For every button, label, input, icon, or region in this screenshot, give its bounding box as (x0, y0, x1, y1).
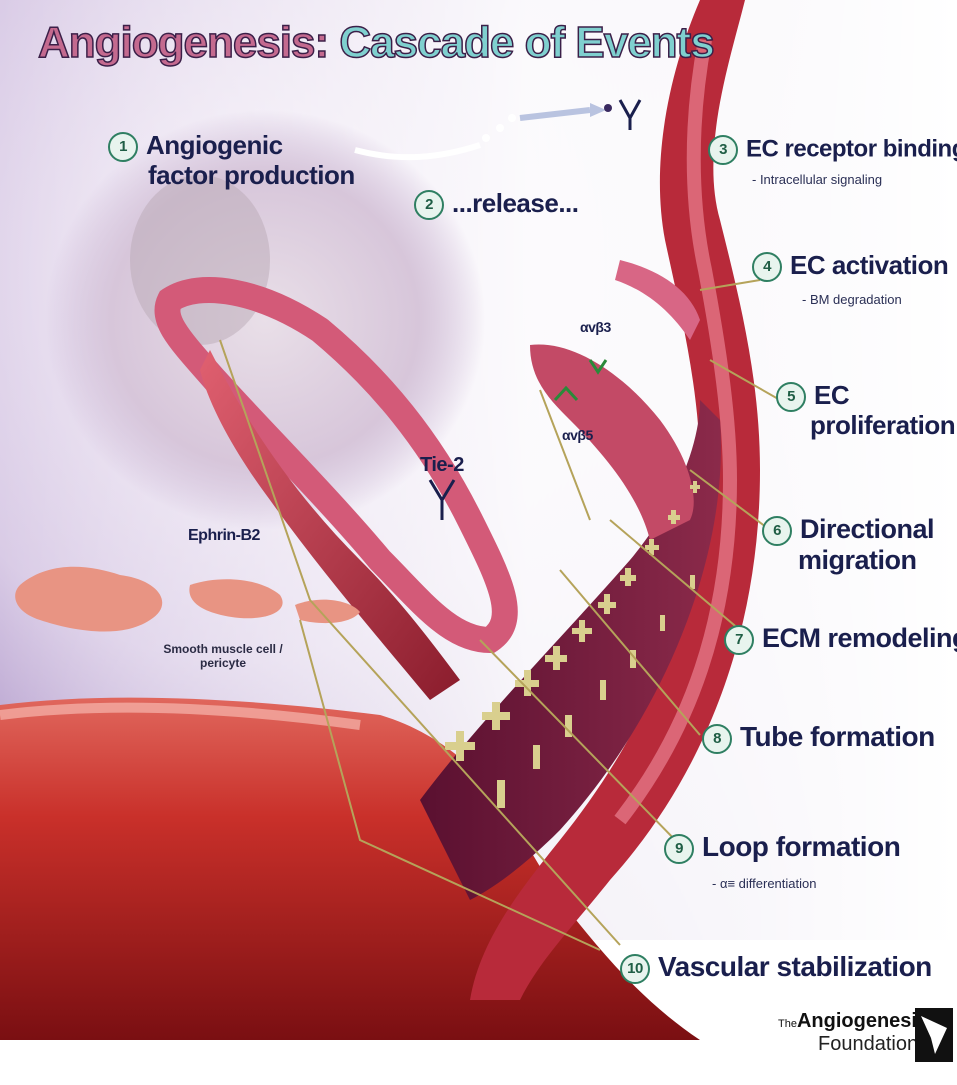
step-8-label: 8 Tube formation (702, 722, 935, 754)
step-9-sub: - α≡ differentiation (712, 876, 816, 891)
step-1-badge: 1 (108, 132, 138, 162)
step-2-label: 2 ...release... (414, 190, 578, 220)
step-4-line1: EC activation (790, 250, 948, 280)
step-5-line2: proliferation (810, 410, 955, 440)
step-6-line2: migration (798, 545, 917, 575)
step-3-line1: EC receptor binding (746, 135, 957, 162)
step-9-badge: 9 (664, 834, 694, 864)
step-8-line1: Tube formation (740, 721, 935, 752)
step-5-label: 5 EC proliferation (776, 382, 955, 439)
smc-label: Smooth muscle cell / pericyte (148, 642, 298, 670)
step-7-badge: 7 (724, 625, 754, 655)
step-6-badge: 6 (762, 516, 792, 546)
step-6-line1: Directional (800, 514, 934, 544)
foundation-logo: TheAngiogenesis Foundation (778, 1010, 928, 1056)
smc-label-line2: pericyte (148, 656, 298, 670)
logo-name: Angiogenesis (797, 1010, 928, 1032)
step-4-sub: - BM degradation (802, 292, 902, 307)
step-8-badge: 8 (702, 724, 732, 754)
step-7-label: 7 ECM remodeling (724, 624, 957, 655)
title-part-1: Angiogenesis: (38, 18, 328, 67)
step-10-label: 10 Vascular stabilization (620, 952, 932, 984)
step-10-line1: Vascular stabilization (658, 951, 932, 982)
step-10-badge: 10 (620, 954, 650, 984)
step-9-line1: Loop formation (702, 831, 900, 862)
step-2-badge: 2 (414, 190, 444, 220)
smc-label-line1: Smooth muscle cell / (148, 642, 298, 656)
step-2-line1: ...release... (452, 188, 578, 218)
step-9-label: 9 Loop formation (664, 832, 900, 864)
step-3-label: 3 EC receptor binding (708, 135, 957, 165)
title-part-2: Cascade of Events (339, 18, 713, 67)
integrin-label-2: αvβ5 (562, 428, 593, 443)
step-3-badge: 3 (708, 135, 738, 165)
integrin-label-1: αvβ3 (580, 320, 611, 335)
tie2-label: Tie-2 (420, 455, 464, 476)
step-5-badge: 5 (776, 382, 806, 412)
step-5-line1: EC (814, 380, 849, 410)
step-4-badge: 4 (752, 252, 782, 282)
diagram-title: Angiogenesis: Cascade of Events (38, 18, 714, 68)
step-4-label: 4 EC activation (752, 252, 948, 282)
step-3-sub: - Intracellular signaling (752, 172, 882, 187)
logo-prefix: The (778, 1018, 797, 1030)
ephrin-label: Ephrin-B2 (188, 528, 260, 545)
step-1-line2: factor production (148, 160, 355, 190)
logo-mark-icon (915, 1008, 953, 1062)
step-1-line1: Angiogenic (146, 130, 283, 160)
step-7-line1: ECM remodeling (762, 623, 957, 653)
step-1-label: 1 Angiogenic factor production (108, 132, 355, 189)
step-6-label: 6 Directional migration (762, 515, 934, 574)
logo-suffix: Foundation (818, 1033, 918, 1055)
